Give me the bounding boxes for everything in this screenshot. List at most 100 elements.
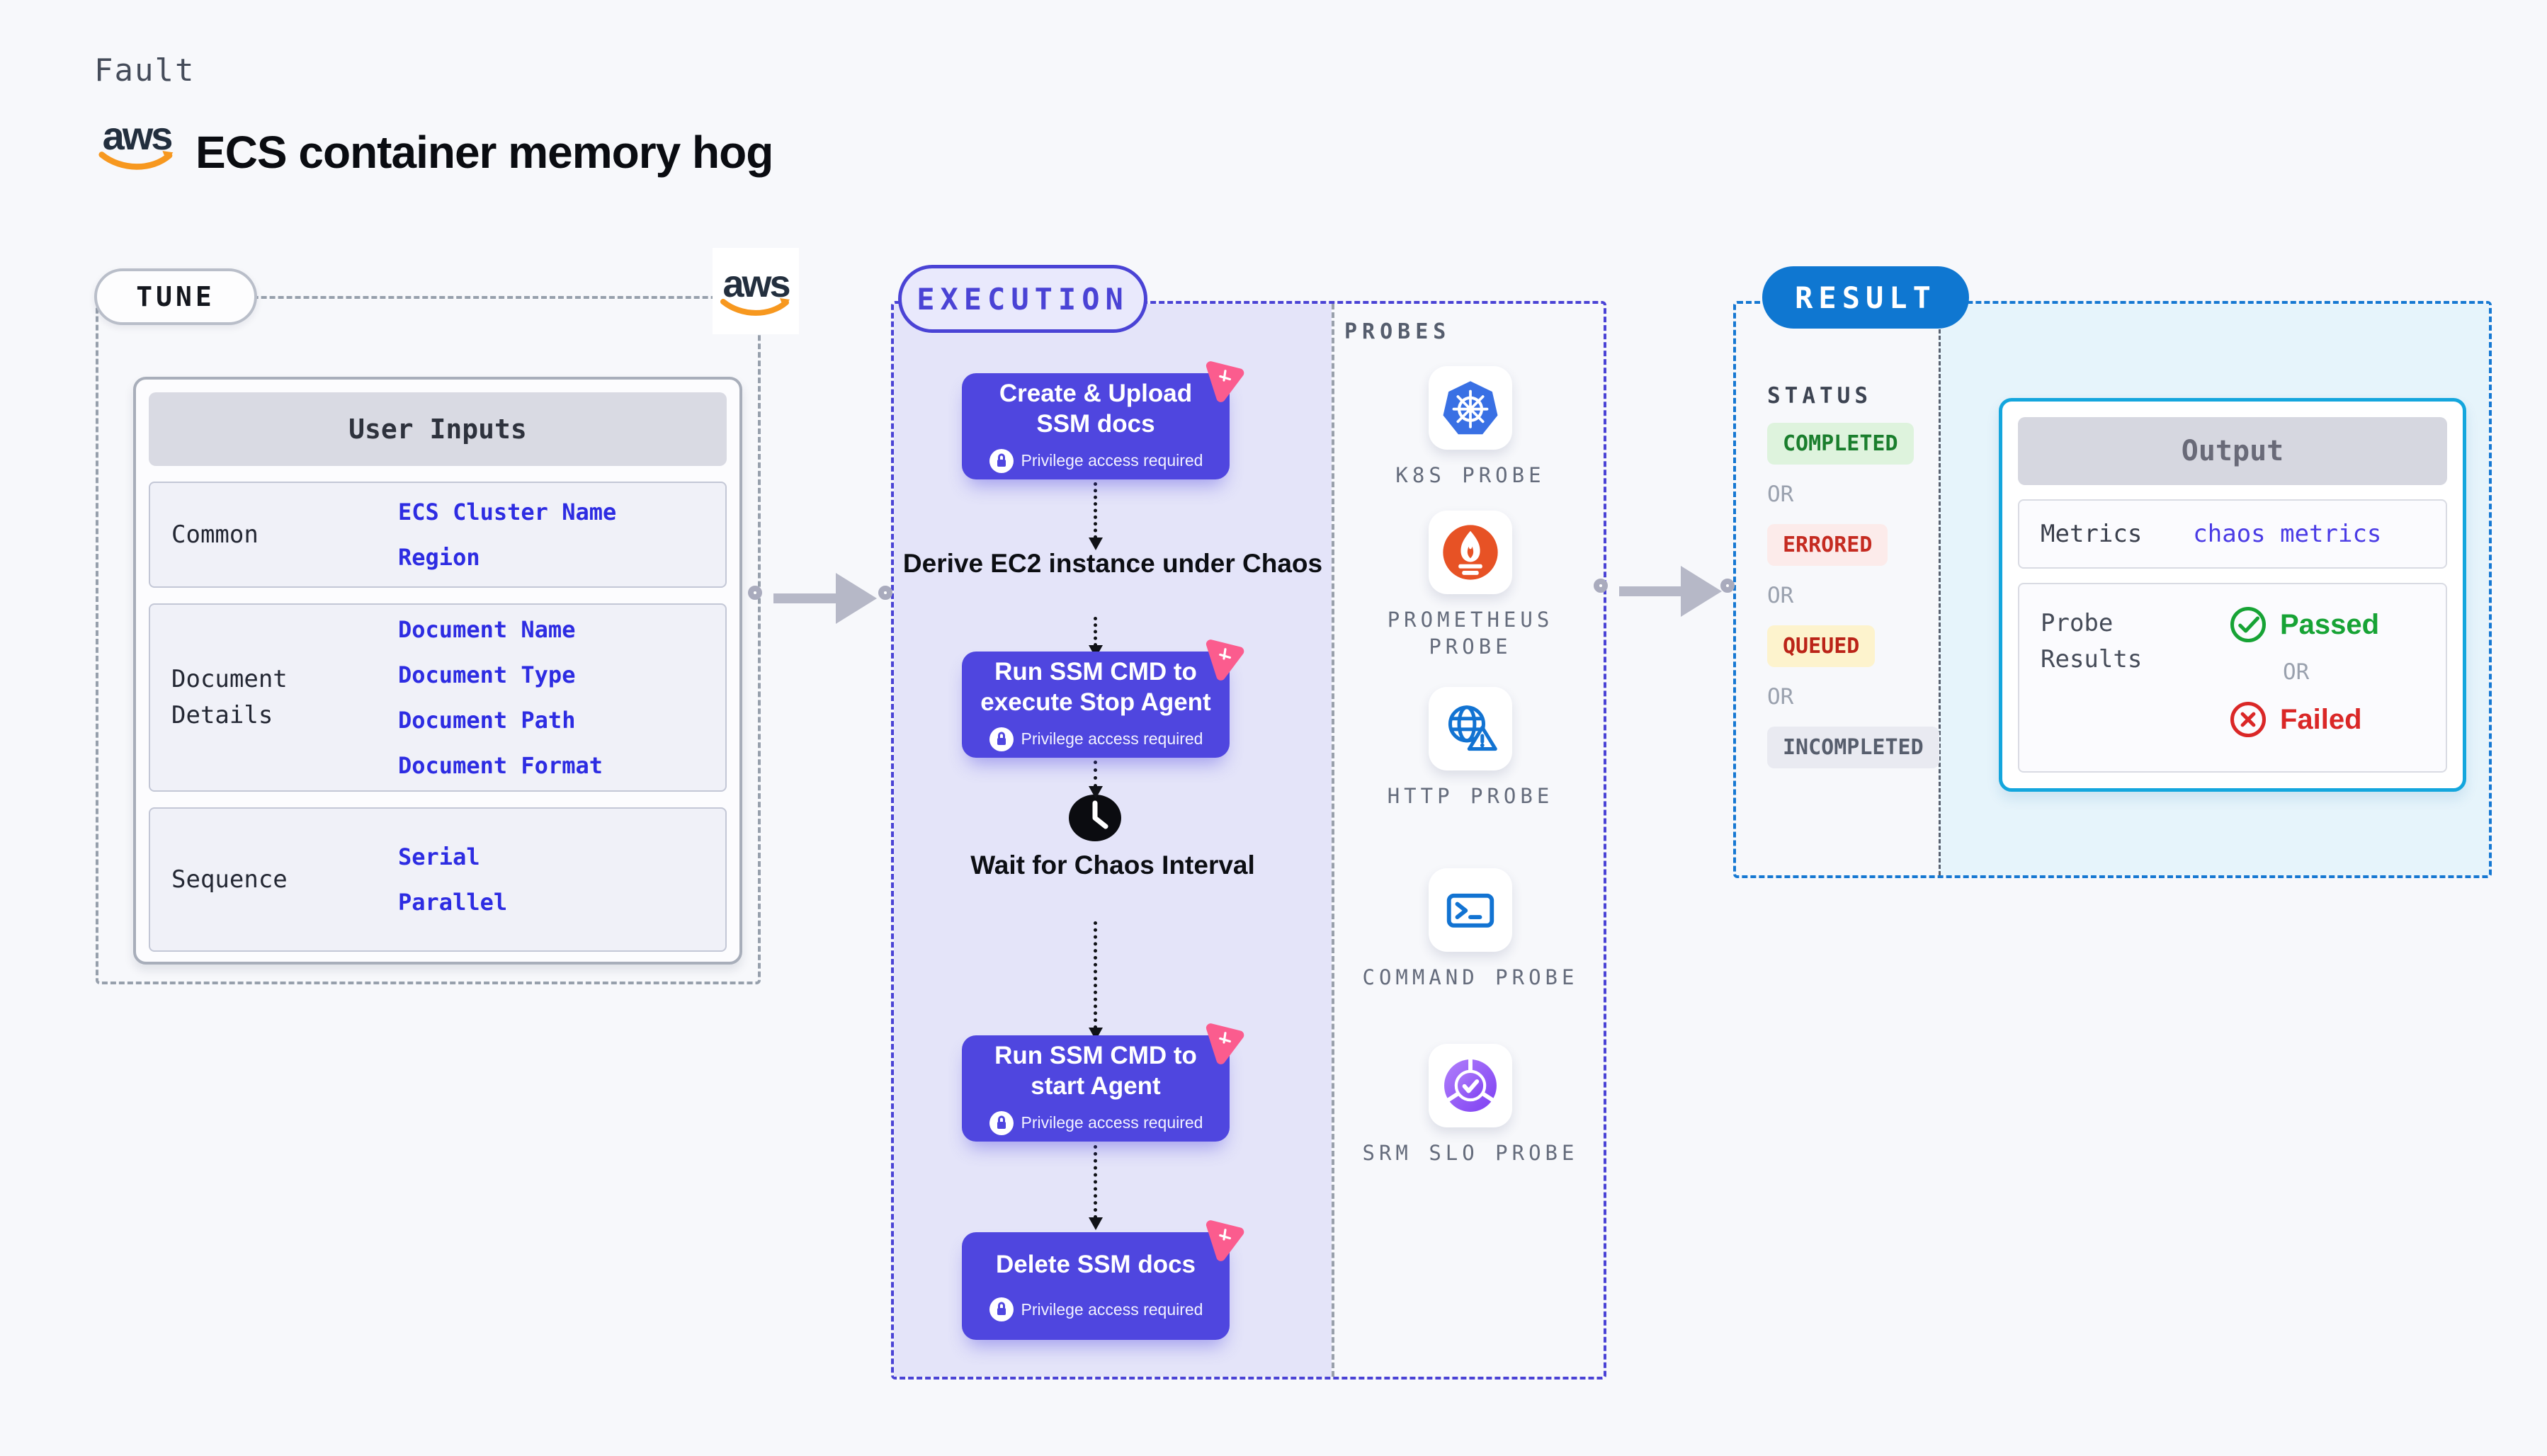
user-inputs-card: User Inputs Common ECS Cluster Name Regi… (133, 377, 742, 965)
probes-heading: PROBES (1344, 319, 1451, 344)
status-badge-errored: ERRORED (1767, 524, 1888, 566)
input-group-label: Common (171, 520, 259, 549)
tune-badge: TUNE (94, 268, 257, 325)
aws-smile-icon (720, 298, 790, 316)
input-item: Document Type (398, 661, 576, 688)
or-separator: OR (1767, 583, 1794, 608)
input-group-sequence: Sequence Serial Parallel (149, 807, 727, 952)
flow-connector (1089, 617, 1103, 658)
privilege-note: Privilege access required (1021, 1299, 1203, 1319)
input-item: Document Path (398, 707, 576, 734)
connector-ring (1594, 579, 1608, 593)
status-list: COMPLETED OR ERRORED OR QUEUED OR INCOMP… (1767, 423, 1939, 768)
pinwheel-icon (1206, 361, 1244, 402)
output-title: Output (2018, 417, 2447, 485)
probe-results-row: Probe Results Passed OR Failed (2018, 583, 2447, 773)
status-badge-queued: QUEUED (1767, 625, 1876, 667)
probe-label: SRM SLO PROBE (1362, 1141, 1579, 1165)
privilege-note: Privilege access required (1021, 729, 1203, 749)
passed-check-icon (2230, 606, 2267, 643)
step-delete-ssm-docs: Delete SSM docs Privilege access require… (962, 1220, 1244, 1340)
step-create-upload-ssm-docs: Create & Upload SSM docs Privilege acces… (962, 361, 1244, 479)
fault-kicker: Fault (94, 52, 195, 89)
input-item: Parallel (398, 889, 508, 916)
privilege-note: Privilege access required (1021, 1113, 1203, 1132)
flow-connector (1089, 482, 1103, 550)
failed-label: Failed (2280, 703, 2362, 735)
input-item: Region (398, 544, 480, 571)
probe-results-label: Probe Results (2041, 609, 2143, 673)
lock-icon (989, 1110, 1014, 1135)
connector-ring (748, 586, 762, 600)
step-run-ssm-start-agent: Run SSM CMD to start Agent Privilege acc… (962, 1023, 1244, 1142)
k8s-probe-tile (1429, 366, 1512, 450)
metrics-row: Metrics chaos metrics (2018, 499, 2447, 569)
input-group-label: Document Details (171, 665, 288, 729)
aws-logo-text: aws (722, 263, 790, 305)
srm-slo-probe-icon (1444, 1058, 1497, 1112)
pinwheel-icon (1206, 1220, 1244, 1261)
status-badge-incompleted: INCOMPLETED (1767, 727, 1939, 768)
execution-badge: EXECUTION (898, 265, 1147, 333)
probe-label: K8S PROBE (1395, 463, 1545, 487)
execution-flow-panel (894, 304, 1332, 1377)
srm-slo-probe-tile (1429, 1044, 1512, 1127)
probe-label: HTTP PROBE (1387, 784, 1554, 808)
step-title: Run SSM CMD to execute Stop Agent (980, 658, 1211, 716)
input-item: ECS Cluster Name (398, 499, 617, 525)
probe-label: COMMAND PROBE (1362, 965, 1579, 989)
or-separator: OR (2283, 659, 2310, 685)
input-item: Document Format (398, 752, 603, 779)
connector-ring (878, 586, 892, 600)
lock-icon (989, 448, 1014, 473)
or-separator: OR (1767, 684, 1794, 710)
status-badge-completed: COMPLETED (1767, 423, 1914, 465)
input-item: Serial (398, 843, 480, 870)
or-separator: OR (1767, 482, 1794, 507)
page-title: ECS container memory hog (195, 127, 773, 178)
prometheus-icon (1443, 525, 1498, 580)
pinwheel-icon (1206, 639, 1244, 681)
http-probe-tile (1429, 687, 1512, 770)
failed-x-icon (2230, 701, 2267, 738)
step-wait-chaos-label: Wait for Chaos Interval (970, 851, 1255, 880)
aws-logo-icon: aws (713, 265, 798, 317)
execution-section-box: Create & Upload SSM docs Privilege acces… (891, 301, 1606, 1380)
metrics-label: Metrics (2041, 520, 2143, 548)
input-group-label: Sequence (171, 865, 288, 894)
passed-label: Passed (2280, 608, 2380, 640)
pinwheel-icon (1206, 1023, 1244, 1064)
flow-connector (1089, 761, 1103, 799)
privilege-note: Privilege access required (1021, 451, 1203, 470)
command-probe-tile (1429, 868, 1512, 952)
result-badge: RESULT (1762, 266, 1969, 329)
flow-connector (1089, 1145, 1103, 1230)
flow-connector (1089, 921, 1103, 1040)
aws-smile-icon (98, 151, 174, 170)
connector-ring (1720, 579, 1735, 593)
aws-logo-icon: aws (94, 116, 179, 171)
prometheus-probe-tile (1429, 511, 1512, 594)
arrow-line (1619, 586, 1683, 596)
aws-corner-logo: aws (713, 248, 799, 334)
output-card: Output Metrics chaos metrics Probe Resul… (1999, 398, 2466, 792)
probe-label: PROMETHEUS PROBE (1387, 608, 1554, 659)
tune-section-box (96, 296, 761, 984)
step-title: Run SSM CMD to start Agent (994, 1042, 1197, 1100)
step-derive-ec2-label: Derive EC2 instance under Chaos (902, 549, 1323, 578)
input-item: Document Name (398, 616, 576, 643)
step-run-ssm-stop-agent: Run SSM CMD to execute Stop Agent Privil… (962, 639, 1244, 758)
step-title: Create & Upload SSM docs (999, 380, 1193, 438)
aws-logo-text: aws (102, 113, 174, 158)
passed-result: Passed (2229, 605, 2379, 644)
input-group-document-details: Document Details Document Name Document … (149, 603, 727, 792)
user-inputs-title: User Inputs (149, 392, 727, 466)
probes-separator (1332, 304, 1334, 1377)
arrow-head-icon (1681, 566, 1722, 617)
clock-icon (1069, 795, 1121, 841)
command-probe-icon (1446, 893, 1494, 928)
http-probe-icon (1448, 705, 1497, 751)
input-group-common: Common ECS Cluster Name Region (149, 482, 727, 588)
arrow-line (773, 593, 839, 603)
